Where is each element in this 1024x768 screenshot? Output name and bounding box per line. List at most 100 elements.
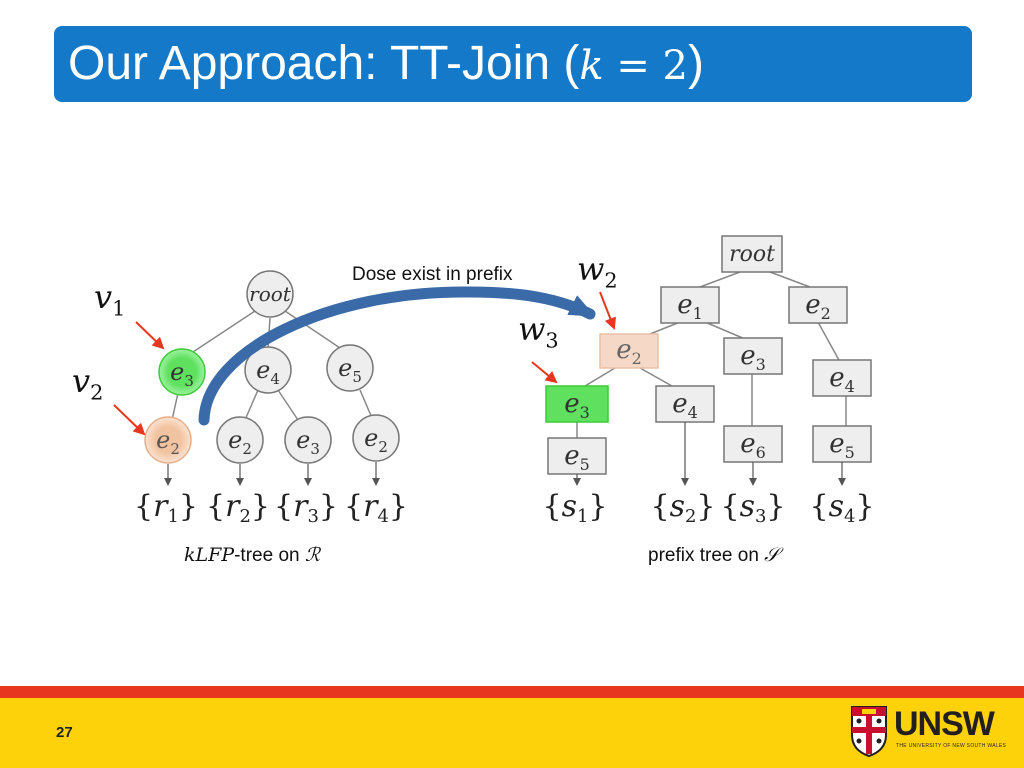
right-node-e2a-base: e xyxy=(616,335,631,365)
right-node-e6-sub: 6 xyxy=(756,443,766,462)
left-leaves: {r1} {r2} {r3} {r4} xyxy=(134,489,408,527)
left-leaf-r3-base: r xyxy=(293,489,309,524)
right-node-e6-base: e xyxy=(740,429,755,459)
title-text: Our Approach: TT-Join ( xyxy=(68,37,580,90)
right-node-e4-right: e4 xyxy=(812,359,872,397)
svg-text:e2: e2 xyxy=(805,290,831,323)
right-tree: root e1 e2 e2 e3 e4 e3 xyxy=(531,235,875,527)
svg-text:e4: e4 xyxy=(256,356,280,388)
left-node-e5-sub: 5 xyxy=(352,368,362,386)
edge-e5-e2 xyxy=(359,389,373,419)
title-bar: Our Approach: TT-Join (k = 2) xyxy=(54,26,972,102)
logo-subtitle: THE UNIVERSITY OF NEW SOUTH WALES xyxy=(896,743,1007,749)
title-close: ) xyxy=(688,37,704,90)
right-node-e2a-sub: 2 xyxy=(632,349,642,368)
left-root-node: root xyxy=(246,270,294,318)
footer-red-stripe xyxy=(0,686,1024,698)
right-node-e5a-base: e xyxy=(564,441,579,471)
edge-root-e1 xyxy=(699,271,741,288)
left-node-e2c-sub: 2 xyxy=(378,438,388,456)
right-node-e2-highlight: e2 xyxy=(599,333,659,369)
w3-label-base: w xyxy=(518,310,546,348)
left-leaf-r4-sub: 4 xyxy=(377,506,388,527)
right-root-label: root xyxy=(729,242,775,267)
svg-text:e2: e2 xyxy=(616,335,642,368)
title-math-k: k xyxy=(579,43,604,89)
left-caption-math: kLFP xyxy=(184,544,235,566)
left-node-e2b-sub: 2 xyxy=(242,440,252,458)
w3-label-sub: 3 xyxy=(545,328,559,353)
svg-text:e2: e2 xyxy=(364,424,388,456)
w2-label-sub: 2 xyxy=(604,268,618,293)
edge-e2-e4 xyxy=(817,321,841,363)
left-caption-text: -tree on xyxy=(234,545,305,566)
left-leaf-r1: {r1} xyxy=(134,489,198,527)
right-node-e5b-sub: 5 xyxy=(845,443,855,462)
w3-label: w3 xyxy=(518,310,559,352)
right-leaves: {s1} {s2} {s3} {s4} xyxy=(542,489,874,527)
page-number: 27 xyxy=(56,724,73,741)
right-node-e4: e4 xyxy=(655,385,715,423)
right-leaf-s2-base: s xyxy=(670,489,685,524)
v2-label-base: v xyxy=(72,362,91,400)
left-node-e4: e4 xyxy=(244,346,292,394)
v1-label-sub: 1 xyxy=(112,296,126,321)
svg-text:e5: e5 xyxy=(829,429,855,462)
left-leaf-r2-base: r xyxy=(225,489,241,524)
svg-text:e3: e3 xyxy=(740,341,766,374)
edge-e2a-e3 xyxy=(584,367,616,387)
edge-root-e2 xyxy=(769,271,811,288)
edge-root-e5 xyxy=(284,310,341,349)
right-leaf-s3-base: s xyxy=(740,489,755,524)
left-leaf-arrows xyxy=(164,462,380,486)
left-node-e5: e5 xyxy=(326,344,374,392)
right-root-node: root xyxy=(721,235,783,273)
right-node-e1: e1 xyxy=(660,286,720,324)
title-math: k = 2 xyxy=(579,43,688,89)
edge-e3-e2 xyxy=(171,392,179,421)
title-math-val: 2 xyxy=(662,43,688,89)
right-leaf-s2: {s2} xyxy=(650,489,715,527)
svg-text:e4: e4 xyxy=(829,363,855,396)
left-leaf-r4: {r4} xyxy=(344,489,408,527)
right-node-e2b-base: e xyxy=(805,290,820,320)
right-leaf-s1-base: s xyxy=(562,489,577,524)
diagram-canvas: root e3 e4 e5 e2 e2 e3 e2 xyxy=(113,235,875,527)
left-node-e2b-base: e xyxy=(228,426,242,454)
right-leaf-s2-sub: 2 xyxy=(685,506,696,527)
logo-word: UNSW xyxy=(894,705,995,743)
right-node-e4b-sub: 4 xyxy=(688,403,698,422)
w3-pointer-arrow xyxy=(531,361,558,384)
v2-label: v2 xyxy=(72,362,103,404)
right-caption-text: prefix tree on xyxy=(648,545,765,566)
right-node-e3-highlight: e3 xyxy=(545,385,609,423)
left-node-e2a-sub: 2 xyxy=(170,440,180,458)
left-leaf-r1-base: r xyxy=(153,489,169,524)
svg-text:e3: e3 xyxy=(170,358,194,390)
right-leaf-s4: {s4} xyxy=(809,489,874,527)
v2-label-sub: 2 xyxy=(90,380,104,405)
right-node-e4a-base: e xyxy=(829,363,844,393)
left-node-e5-base: e xyxy=(338,354,352,382)
right-tree-caption: prefix tree on 𝒮 xyxy=(648,544,779,567)
right-node-e3: e3 xyxy=(723,337,783,375)
right-tree-edges xyxy=(576,271,847,438)
right-node-e1-sub: 1 xyxy=(693,304,703,323)
right-node-e2-top: e2 xyxy=(788,286,848,324)
right-node-e3a-base: e xyxy=(740,341,755,371)
left-node-e2-right: e2 xyxy=(352,414,400,462)
right-leaf-s4-sub: 4 xyxy=(844,506,855,527)
right-leaf-arrows xyxy=(573,422,846,486)
w2-label-base: w xyxy=(577,250,605,288)
right-node-e3b-base: e xyxy=(564,389,579,419)
w2-pointer-arrow xyxy=(599,291,616,330)
right-node-e4a-sub: 4 xyxy=(845,377,855,396)
right-leaf-s3-sub: 3 xyxy=(755,506,766,527)
edge-e4-e2 xyxy=(244,389,259,421)
left-tree-caption: kLFP-tree on ℛ xyxy=(184,544,320,567)
svg-text:e4: e4 xyxy=(672,389,698,422)
svg-text:e3: e3 xyxy=(296,426,320,458)
right-node-e1-base: e xyxy=(677,290,692,320)
right-leaf-s3: {s3} xyxy=(720,489,785,527)
right-node-e6: e6 xyxy=(723,425,783,463)
